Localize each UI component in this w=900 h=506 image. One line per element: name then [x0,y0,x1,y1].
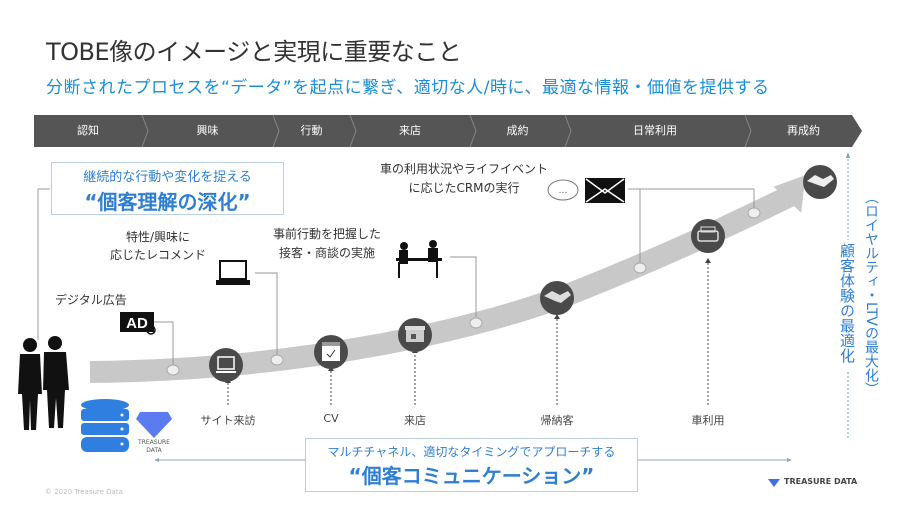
loyalty-ltv-label: （ロイヤルティ・LTVの最大化） [863,190,879,397]
communication-heading: “個客コミュニケーション” [348,464,595,488]
speech-bubble-icon: … [547,179,579,201]
svg-text:AD: AD [126,315,148,332]
connector-lines [37,188,755,368]
copyright: © 2020 Treasure Data [45,488,123,496]
cx-optimization-label: 顧客体験の最適化 [838,243,856,363]
touchpoint-return: 帰納客 [540,414,574,427]
understanding-caption: 継続的な行動や変化を捉える [83,170,252,185]
stage-visit: 来店 [399,124,421,137]
stage-daily-use: 日常利用 [633,124,677,137]
crm-line-1: 車の利用状況やライフイベント [380,162,549,176]
growth-curve [89,186,795,383]
recommend-label: 特性/興味に応じたレコメンド [110,228,206,264]
stage-bar [34,115,862,147]
stage-awareness: 認知 [77,124,99,137]
meeting-icon [396,240,442,278]
communication-box: マルチチャネル、適切なタイミングでアプローチする “個客コミュニケーション” [305,438,638,492]
treasure-data-logo-text: TREASURE DATA [138,439,170,454]
touchpoint-arrows [227,262,709,405]
understanding-heading: “個客理解の深化” [84,190,251,214]
ad-icon: AD [120,312,156,335]
recommend-line-2: 応じたレコメンド [110,248,207,262]
laptop-black-icon [216,260,250,285]
stage-contract: 成約 [506,124,529,137]
touchpoint-car-use: 車利用 [691,414,725,427]
page-subtitle: 分断されたプロセスを“データ”を起点に繋ぎ、適切な人/時に、最適な情報・価値を提… [46,78,770,98]
stage-recontract: 再成約 [787,124,820,137]
store-icon [398,318,432,352]
handshake-goal-icon [803,165,837,199]
customers-silhouette-icon [18,336,69,430]
database-icon [81,399,129,452]
laptop-icon [209,348,243,382]
svg-text:…: … [559,186,568,196]
page-title: TOBE像のイメージと実現に重要なこと [46,38,462,66]
stage-action: 行動 [300,124,323,137]
touchpoint-store-visit: 来店 [404,414,426,427]
recommend-line-1: 特性/興味に [125,230,191,244]
understanding-box: 継続的な行動や変化を捉える “個客理解の深化” [51,162,284,215]
sales-line-2: 接客・商談の実施 [279,246,376,260]
digital-ad-label: デジタル広告 [55,293,127,307]
crm-label: 車の利用状況やライフイベントに応じたCRMの実行 [380,160,548,198]
stage-separators [141,114,752,148]
car-icon [691,219,725,253]
treasure-data-gem-icon [136,412,172,438]
sales-label: 事前行動を把握した接客・商談の実施 [273,225,381,263]
crm-line-2: に応じたCRMの実行 [408,181,520,195]
footer-logo-icon [768,479,780,487]
stage-interest: 興味 [196,124,219,137]
communication-caption: マルチチャネル、適切なタイミングでアプローチする [327,445,616,459]
growth-arrowhead [773,175,806,213]
sales-line-1: 事前行動を把握した [273,227,382,241]
checklist-icon [314,335,348,369]
footer-logo-text: TREASURE DATA [784,477,858,486]
touchpoint-cv: CV [323,412,339,425]
touchpoint-site-visit: サイト来訪 [200,414,256,427]
step-dots [166,207,761,376]
handshake-icon [540,281,574,315]
mail-icon [585,178,625,203]
